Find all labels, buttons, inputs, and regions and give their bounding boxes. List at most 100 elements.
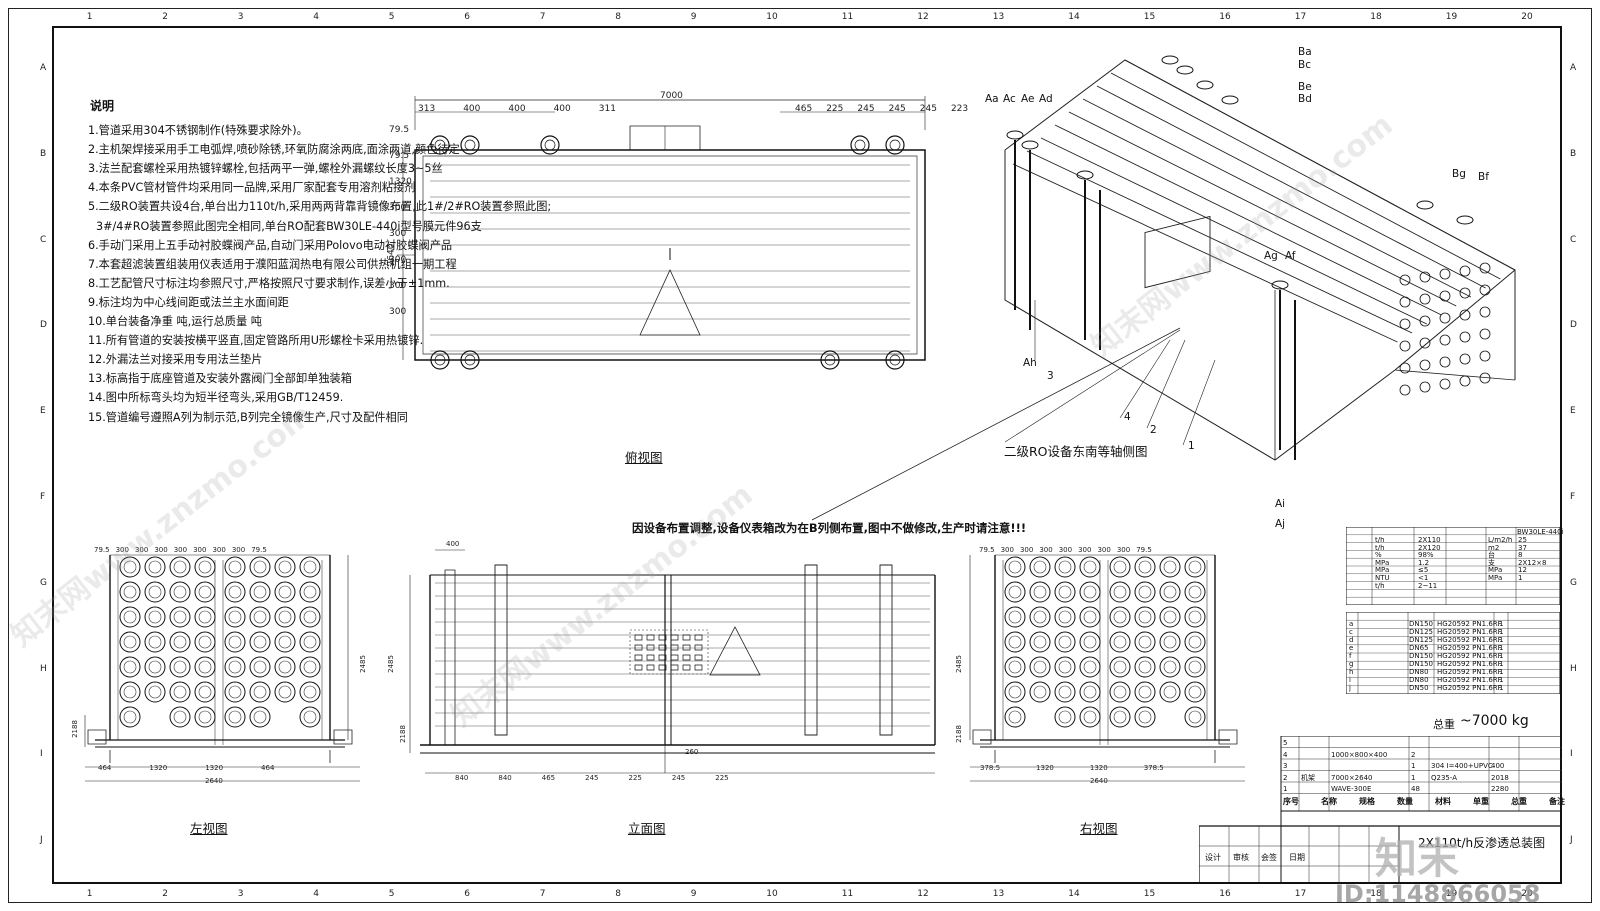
iso-part-1: 1 (1188, 440, 1195, 452)
bom-mat: 304 Ⅰ=400+UPVC (1431, 762, 1493, 770)
tech-unit-2: m2 (1488, 543, 1500, 552)
nozzle-size: DN150 (1409, 620, 1433, 628)
iso-vessel-end (1480, 307, 1490, 317)
tech-unit: MPa (1375, 566, 1390, 575)
nozzle-std: HG20592 PN1.6RF (1437, 652, 1502, 660)
left-view-height-1: 2485 (358, 655, 367, 673)
notes-title: 说明 (90, 99, 115, 113)
total-weight-value: ~7000 kg (1460, 713, 1529, 729)
left-view-dim: 300 (193, 546, 207, 554)
grid-row-label: I (40, 749, 43, 760)
title-block-sign-labels: 设计审核会签日期 (1205, 852, 1305, 863)
iso-vessel-end (1480, 351, 1490, 361)
left-view-dim: 464 (261, 764, 275, 772)
membrane-vessel-cap (1114, 561, 1126, 573)
grid-column-label: 1 (86, 889, 93, 899)
membrane-vessel-end (1110, 682, 1130, 702)
membrane-vessel-end (145, 557, 165, 577)
membrane-vessel-end (1080, 657, 1100, 677)
membrane-vessel-cap (254, 636, 266, 648)
bom-qty (1411, 738, 1431, 750)
front-view-gauge (671, 635, 678, 640)
iso-vessel-end (1420, 272, 1430, 282)
membrane-vessel-end (1160, 657, 1180, 677)
iso-nozzle-top-4: Bd (1298, 93, 1312, 105)
membrane-vessel-end (170, 632, 190, 652)
membrane-vessel-end (120, 582, 140, 602)
membrane-vessel-end (1185, 682, 1205, 702)
bom-mat (1431, 750, 1491, 762)
iso-part-4: 4 (1124, 411, 1131, 423)
membrane-vessel-cap (1114, 611, 1126, 623)
front-view-dim: 840 (455, 774, 469, 782)
iso-vessel-end (1400, 319, 1410, 329)
tech-value-2: 8 (1518, 551, 1523, 560)
membrane-vessel-cap (1059, 561, 1071, 573)
membrane-vessel-cap (1139, 561, 1151, 573)
iso-nozzle-bottom-1: Ah (1023, 357, 1037, 369)
iso-membrane-tube (1055, 125, 1442, 315)
iso-vessel-end (1400, 341, 1410, 351)
membrane-vessel-cap (149, 611, 161, 623)
bom-no: 2 (1283, 773, 1288, 782)
membrane-vessel-end (1135, 632, 1155, 652)
front-view-gauge (695, 665, 702, 670)
grid-row-label: D (1570, 320, 1577, 331)
bom-mat (1431, 784, 1491, 796)
membrane-vessel-end (195, 632, 215, 652)
membrane-vessel-cap (229, 661, 241, 673)
nozzle-id: i (1349, 676, 1351, 684)
drawing-title: 2X110t/h反渗透总装图 (1418, 836, 1546, 850)
iso-flange (1021, 140, 1039, 150)
bom-name (1301, 738, 1331, 750)
nozzle-qty: 1 (1499, 676, 1504, 684)
membrane-vessel-end (1160, 557, 1180, 577)
iso-membrane-tube (1083, 99, 1471, 297)
grid-row-label: E (40, 406, 46, 417)
top-view-side-dim: 300 (389, 307, 407, 317)
grid-column-label: 16 (1219, 889, 1231, 899)
grid-row-label: H (40, 663, 47, 674)
tech-unit-2: 台 (1488, 551, 1495, 560)
grid-column-label: 14 (1068, 12, 1080, 22)
membrane-vessel-end (195, 707, 215, 727)
membrane-vessel-cap (1189, 636, 1201, 648)
watermark-logo: 知末 (1375, 834, 1460, 883)
top-view-flange (461, 136, 479, 154)
membrane-vessel-cap (229, 636, 241, 648)
membrane-vessel-end (1135, 682, 1155, 702)
note-item: 8.工艺配管尺寸标注均参照尺寸,严格按照尺寸要求制作,误差小于±1mm. (88, 276, 450, 290)
nozzle-id: h (1349, 668, 1354, 676)
nozzle-size: DN50 (1409, 684, 1429, 692)
membrane-vessel-end (250, 657, 270, 677)
front-view-dim-top: 400 (446, 540, 460, 548)
left-view-dim: 464 (98, 764, 112, 772)
top-view-dim: 400 (508, 104, 526, 114)
membrane-vessel-end (250, 682, 270, 702)
right-view-dim: 378.5 (1143, 764, 1164, 772)
membrane-vessel-cap (304, 561, 316, 573)
drawing-inner-frame (52, 26, 1562, 884)
tech-value: 2X120 (1418, 543, 1441, 552)
membrane-vessel-end (1080, 632, 1100, 652)
membrane-vessel-cap (199, 561, 211, 573)
tech-unit: % (1375, 551, 1382, 560)
membrane-vessel-end (1080, 582, 1100, 602)
grid-column-label: 8 (615, 12, 621, 22)
left-view-total-width: 2640 (205, 777, 223, 785)
membrane-vessel-cap (124, 586, 136, 598)
front-view-height-1: 2485 (386, 655, 395, 673)
nozzle-qty: 1 (1499, 620, 1504, 628)
grid-row-label: J (40, 835, 43, 846)
membrane-vessel-end (1110, 707, 1130, 727)
membrane-vessel-cap (1164, 611, 1176, 623)
tech-unit-2: MPa (1488, 573, 1503, 582)
grid-column-label: 12 (917, 889, 929, 899)
iso-nozzle-right-1: Bg (1452, 168, 1466, 180)
grid-row-label: B (40, 148, 47, 159)
membrane-vessel-end (1110, 632, 1130, 652)
iso-membrane-tube (1069, 112, 1456, 306)
